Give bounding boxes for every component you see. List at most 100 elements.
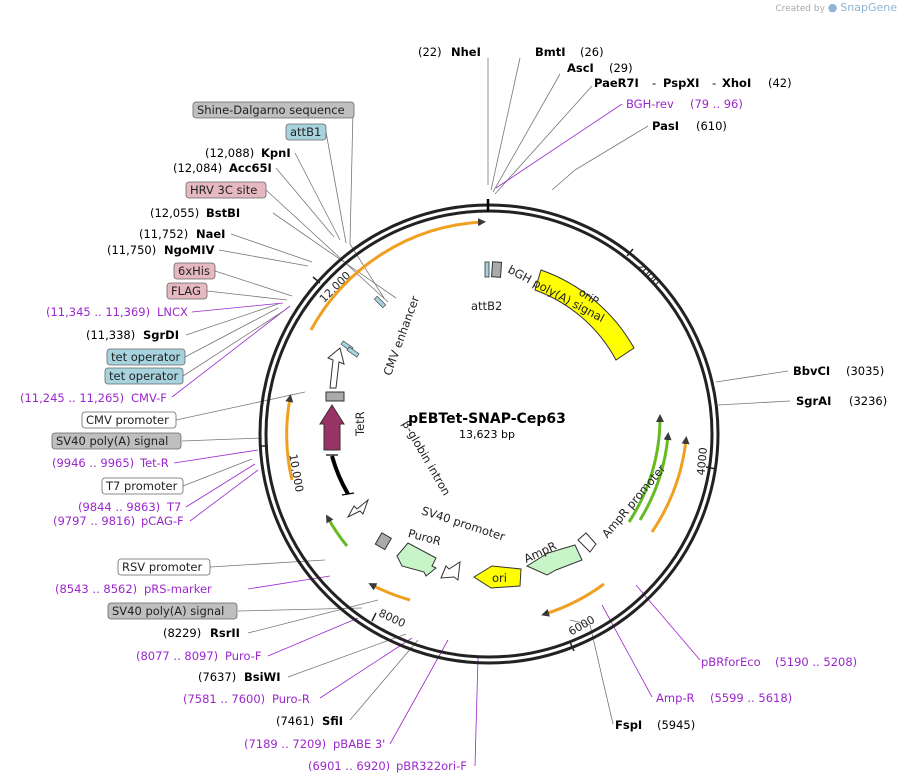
site-ngomiv-pos: (11,750) [107,243,156,257]
label-connector-lines [171,57,791,767]
primer-lncx-pos: (11,345 .. 11,369) [46,305,150,319]
feature-hrv3c[interactable]: HRV 3C site [190,183,257,197]
site-labels: (22) NheI BmtI (26) AscI (29) PaeR7I - P… [20,45,887,773]
box-flag [166,282,208,300]
primer-pbabe3-pos: (7189 .. 7209) [244,737,326,751]
site-fspi[interactable]: FspI [615,718,642,732]
primer-puro-f[interactable]: Puro-F [225,649,262,663]
puroR-feature[interactable] [396,542,437,577]
ori-feature[interactable] [473,565,522,589]
feature-shine-dalgarno[interactable]: Shine-Dalgarno sequence [197,103,345,117]
tick-label-8000: 8000 [377,607,408,631]
site-kpni[interactable]: KpnI [261,146,291,160]
primer-pcag-f[interactable]: pCAG-F [141,514,184,528]
box-6xhis [173,262,216,280]
primer-pcag-f-pos: (9797 .. 9816) [53,514,135,528]
site-ngomiv[interactable]: NgoMIV [164,243,214,257]
site-sfii[interactable]: SfiI [322,714,343,728]
site-sgrai-pos: (3236) [849,394,887,408]
site-asci[interactable]: AscI [567,61,594,75]
feature-rsv-promoter[interactable]: RSV promoter [122,560,202,574]
site-sfii-pos: (7461) [276,714,314,728]
site-bsiwi[interactable]: BsiWI [244,670,281,684]
feature-sv40-polyA-bottom[interactable]: SV40 poly(A) signal [112,604,224,618]
separator-1: - [652,76,656,90]
site-fspi-pos: (5945) [657,718,695,732]
feature-tet-operator-1[interactable]: tet operator [111,350,180,364]
cmv-enhancer-feature[interactable] [327,347,345,389]
primer-prs-marker[interactable]: pRS-marker [144,582,212,596]
primer-pbr322ori-f-pos: (6901 .. 6920) [308,759,390,773]
sv40-promoter-small-feature[interactable] [346,498,370,519]
box-sv40-polyA-left [51,432,182,450]
tetR-feature[interactable] [319,404,345,451]
box-t7-promoter [101,477,184,495]
feature-sv40-polyA-left[interactable]: SV40 poly(A) signal [56,434,168,448]
sv40-promoter-feature[interactable] [440,561,461,581]
watermark-brand: SnapGene [840,1,897,14]
cmv-enhancer-label: CMV enhancer [380,294,422,378]
cmv-enhancer-small-1 [373,295,387,309]
primer-cmv-f[interactable]: CMV-F [131,391,167,405]
site-pasi[interactable]: PasI [652,119,679,133]
site-bmti[interactable]: BmtI [535,45,566,59]
primer-puro-r-pos: (7581 .. 7600) [183,692,265,706]
site-sgrdi[interactable]: SgrDI [143,328,179,342]
oriP-feature[interactable] [534,269,635,361]
primer-t7[interactable]: T7 [166,500,181,514]
site-nhei[interactable]: NheI [451,45,481,59]
box-shine-dalgarno [192,101,355,119]
watermark-prefix: Created by [775,4,825,14]
box-tet-operator-1 [106,348,186,366]
box-sv40-polyA-bottom [107,602,238,620]
primer-arc-right-orange [650,436,690,533]
sv40-polyA-small-feature[interactable] [374,532,393,551]
ampR-promoter-label: AmpR promoter [599,461,669,540]
site-bbvci[interactable]: BbvCI [793,364,830,378]
feature-attB1[interactable]: attB1 [290,125,321,139]
box-attB1 [285,123,327,141]
site-acc65i[interactable]: Acc65I [229,161,272,175]
bgh-polyA-feature[interactable] [490,261,503,278]
primer-arc-bottom-right [541,582,605,617]
primer-lncx[interactable]: LNCX [157,305,188,319]
primer-cmv-f-pos: (11,245 .. 11,265) [20,391,124,405]
primer-arc-top [309,218,486,331]
cmv-promoter-feature[interactable] [325,391,345,402]
attB2-feature[interactable] [484,261,490,278]
attB2-label: attB2 [471,299,502,313]
primer-amp-r-pos: (5599 .. 5618) [710,691,792,705]
primer-puro-r[interactable]: Puro-R [272,692,310,706]
primer-tet-r[interactable]: Tet-R [139,456,169,470]
primer-amp-r[interactable]: Amp-R [656,691,695,705]
primer-pbrforeco[interactable]: pBRforEco [701,655,761,669]
primer-pbr322ori-f[interactable]: pBR322ori-F [396,759,467,773]
feature-flag[interactable]: FLAG [171,284,201,298]
primer-bgh-rev[interactable]: BGH-rev [626,97,674,111]
ampR-feature[interactable] [525,544,583,576]
tick-label-4000: 4000 [695,447,710,476]
beta-globin-intron-feature[interactable] [330,455,350,496]
feature-6xhis[interactable]: 6xHis [178,264,210,278]
site-bstbi[interactable]: BstBI [206,206,240,220]
site-xhoi[interactable]: XhoI [722,76,751,90]
site-paer7i[interactable]: PaeR7I [594,76,639,90]
primer-pbabe3[interactable]: pBABE 3' [333,737,385,751]
watermark: Created by ● SnapGene [775,1,897,14]
feature-tet-operator-2[interactable]: tet operator [109,369,178,383]
site-sgrai[interactable]: SgrAI [796,394,831,408]
site-pspxi[interactable]: PspXI [663,76,699,90]
separator-2: - [712,76,716,90]
cmv-enhancer-small-3 [346,346,360,358]
site-kpni-pos: (12,088) [205,146,254,160]
site-rsrii[interactable]: RsrII [210,626,240,640]
plasmid-name: pEBTet-SNAP-Cep63 [408,411,566,427]
ori-label: ori [492,571,507,585]
feature-cmv-promoter[interactable]: CMV promoter [86,413,169,427]
ampR-promoter-feature[interactable] [577,532,597,553]
feature-t7-promoter[interactable]: T7 promoter [105,479,178,493]
site-naei[interactable]: NaeI [196,227,225,241]
beta-globin-label: β-globin intron [399,418,453,498]
